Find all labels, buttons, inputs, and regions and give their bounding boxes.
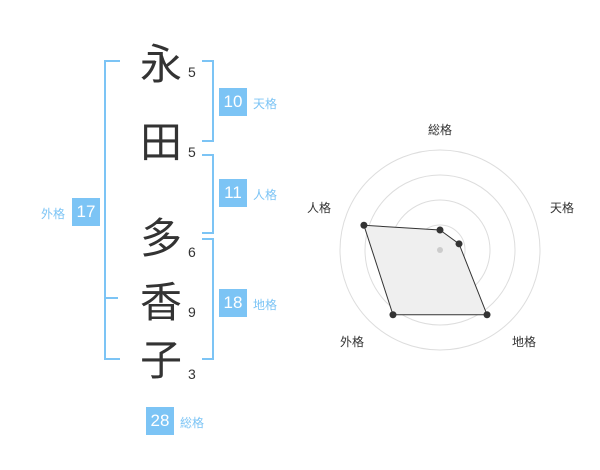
radar-point-1	[436, 226, 444, 234]
tenkaku-bracket	[202, 60, 214, 142]
radar-point-5	[360, 221, 368, 229]
name-char-3: 多	[139, 214, 182, 263]
chikaku-value: 18	[219, 289, 247, 317]
name-char-5: 子	[139, 336, 182, 385]
radar-label-jinkaku: 人格	[307, 200, 331, 215]
radar-points	[360, 221, 491, 319]
soukaku-label: 総格	[180, 416, 205, 430]
stroke-count-3: 6	[188, 244, 196, 260]
radar-label-chikaku: 地格	[512, 334, 536, 349]
gaikaku-bracket	[104, 60, 120, 360]
gaikaku-bracket-split	[104, 297, 118, 299]
stroke-count-1: 5	[188, 64, 196, 80]
radar-ring	[339, 149, 541, 351]
name-char-1: 永	[139, 40, 182, 89]
tenkaku-value: 10	[219, 88, 247, 116]
tenkaku-label: 天格	[253, 97, 278, 111]
radar-point-4	[389, 311, 397, 319]
radar-ring	[364, 174, 516, 326]
stroke-count-4: 9	[188, 304, 196, 320]
radar-label-tenkaku: 天格	[550, 200, 574, 215]
gaikaku-value: 17	[72, 198, 100, 226]
gaikaku-label: 外格	[41, 207, 66, 221]
radar-label-soukaku: 総格	[428, 122, 452, 137]
radar-point-3	[483, 311, 491, 319]
radar-center	[437, 247, 443, 253]
radar-point-2	[455, 240, 463, 248]
radar-polygon	[363, 224, 488, 316]
chikaku-label: 地格	[253, 298, 278, 312]
soukaku-value: 28	[146, 407, 174, 435]
jinkaku-label: 人格	[253, 188, 278, 202]
jinkaku-value: 11	[219, 179, 247, 207]
stroke-count-2: 5	[188, 144, 196, 160]
jinkaku-bracket	[202, 154, 214, 234]
radar-label-gaikaku: 外格	[340, 334, 364, 349]
stroke-count-5: 3	[188, 366, 196, 382]
name-char-4: 香	[139, 278, 182, 327]
name-char-2: 田	[139, 118, 182, 167]
chikaku-bracket	[202, 238, 214, 360]
